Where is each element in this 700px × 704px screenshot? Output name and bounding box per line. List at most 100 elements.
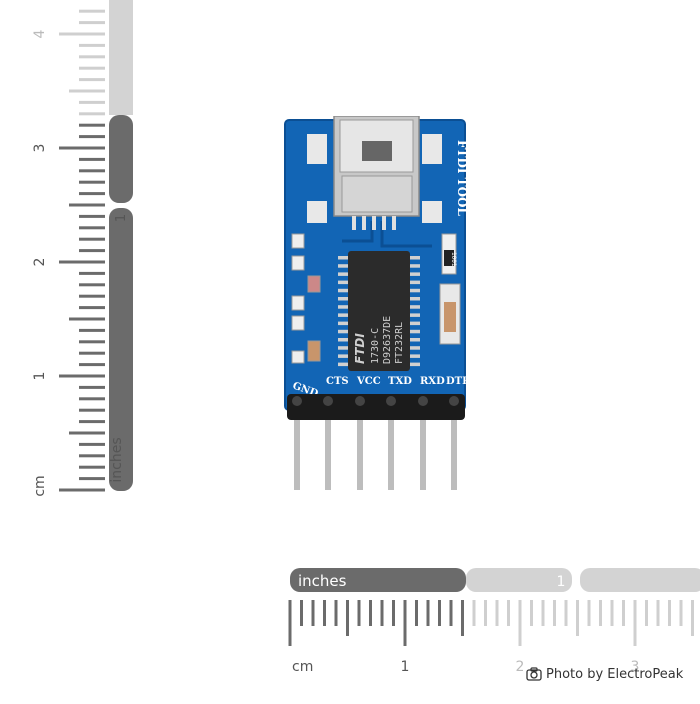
ruler-tick — [300, 600, 303, 626]
ruler-tick — [323, 600, 326, 626]
ruler-tick — [79, 180, 105, 184]
ruler-tick — [461, 600, 464, 636]
board-title: FTDI TOOL — [455, 140, 467, 216]
ruler-tick — [334, 600, 338, 626]
ruler-tick — [691, 600, 694, 636]
ruler-tick — [426, 600, 430, 626]
ruler-tick — [79, 397, 105, 401]
ruler-tick — [357, 600, 361, 626]
vertical-ruler: 1 inches 1 2 3 4 — [55, 0, 135, 500]
ruler-tick — [79, 78, 105, 82]
chip-leg — [410, 346, 420, 350]
ruler-tick — [507, 600, 510, 626]
horizontal-ruler-ticks — [288, 600, 694, 646]
ruler-tick — [79, 249, 105, 253]
ruler-tick — [380, 600, 384, 626]
ruler-tick — [69, 89, 105, 93]
ruler-tick — [369, 600, 372, 626]
ruler-tick — [59, 32, 105, 36]
ruler-tick — [645, 600, 648, 626]
cm-number-3-visible: 3 — [32, 144, 48, 153]
chip-leg — [338, 354, 348, 358]
ruler-tick — [622, 600, 625, 626]
chip-line-1: 1730-C — [370, 328, 381, 364]
chip-leg — [338, 272, 348, 276]
inch-bar-dark — [109, 208, 133, 491]
ruler-tick — [79, 100, 105, 104]
chip-leg — [410, 313, 420, 317]
chip-leg — [410, 329, 420, 334]
inch-bar-light-h — [466, 568, 572, 592]
chip-leg — [338, 288, 348, 293]
vertical-cm-numbers: 1 2 3 4 — [32, 29, 48, 380]
ruler-tick — [79, 283, 105, 287]
ruler-tick — [59, 488, 105, 492]
chip-leg — [338, 297, 348, 301]
inch-label: inches — [109, 437, 125, 482]
pin-label-cts: CTS — [326, 376, 349, 387]
pin-label-vcc: VCC — [356, 376, 381, 387]
ruler-tick — [79, 340, 105, 344]
ruler-tick — [69, 203, 105, 207]
inch-number-h: 1 — [557, 574, 566, 590]
ruler-tick — [403, 600, 407, 646]
vertical-ruler-ticks — [59, 9, 105, 492]
chip-logo: FTDI — [353, 333, 367, 364]
cm-unit-label-h: cm — [292, 659, 313, 675]
ruler-tick — [79, 192, 105, 196]
chip-leg — [410, 354, 420, 358]
ruler-tick — [576, 600, 579, 636]
chip-leg — [410, 297, 420, 301]
chip-leg — [338, 313, 348, 317]
ruler-tick — [79, 157, 105, 161]
ruler-tick — [553, 600, 556, 626]
ruler-tick — [564, 600, 568, 626]
ruler-tick — [79, 55, 105, 59]
inch-bar-light — [109, 0, 133, 115]
cm-number-2-visible: 2 — [32, 258, 48, 267]
header-pins — [294, 416, 457, 490]
ruler-tick — [79, 66, 105, 70]
ruler-tick — [79, 306, 105, 310]
chip-line-3: FT232RL — [394, 322, 405, 364]
pin-label-dtr: DTR — [446, 376, 467, 387]
pin-header — [287, 394, 465, 420]
mini-usb-connector — [333, 115, 420, 230]
photo-credit: Photo by ElectroPeak — [526, 666, 683, 682]
chip-leg — [410, 272, 420, 276]
ruler-tick — [472, 600, 476, 626]
ruler-tick — [79, 442, 105, 446]
ruler-tick — [79, 169, 105, 173]
chip-leg — [338, 346, 348, 350]
ruler-tick — [610, 600, 614, 626]
ruler-tick — [59, 146, 105, 150]
resistor-code: 1001 — [450, 252, 457, 267]
chip-leg — [338, 321, 348, 326]
ruler-tick — [438, 600, 441, 626]
chip-leg — [338, 280, 348, 285]
inch-bar-dark-top — [109, 115, 133, 203]
inch-bar-dark-h — [290, 568, 466, 592]
chip-leg — [410, 280, 420, 285]
pin-label-txd: TXD — [388, 376, 412, 387]
ruler-tick — [415, 600, 418, 626]
cm-unit-label: cm — [32, 475, 48, 496]
ruler-tick — [79, 408, 105, 412]
smd-components-left — [291, 233, 321, 364]
ruler-tick — [79, 294, 105, 298]
ruler-tick — [79, 385, 105, 389]
inch-label-h: inches — [298, 572, 347, 590]
ruler-tick — [79, 112, 105, 116]
ruler-tick — [79, 123, 105, 127]
ruler-tick — [449, 600, 453, 626]
ruler-tick — [541, 600, 545, 626]
ruler-tick — [495, 600, 499, 626]
ruler-tick — [79, 363, 105, 367]
chip-leg — [410, 256, 420, 260]
horizontal-ruler: inches 1 cm 1 2 3 — [285, 565, 700, 700]
ruler-tick — [656, 600, 660, 626]
ruler-tick — [530, 600, 533, 626]
ruler-tick — [587, 600, 591, 626]
ruler-tick — [79, 43, 105, 47]
chip-leg — [410, 338, 420, 342]
